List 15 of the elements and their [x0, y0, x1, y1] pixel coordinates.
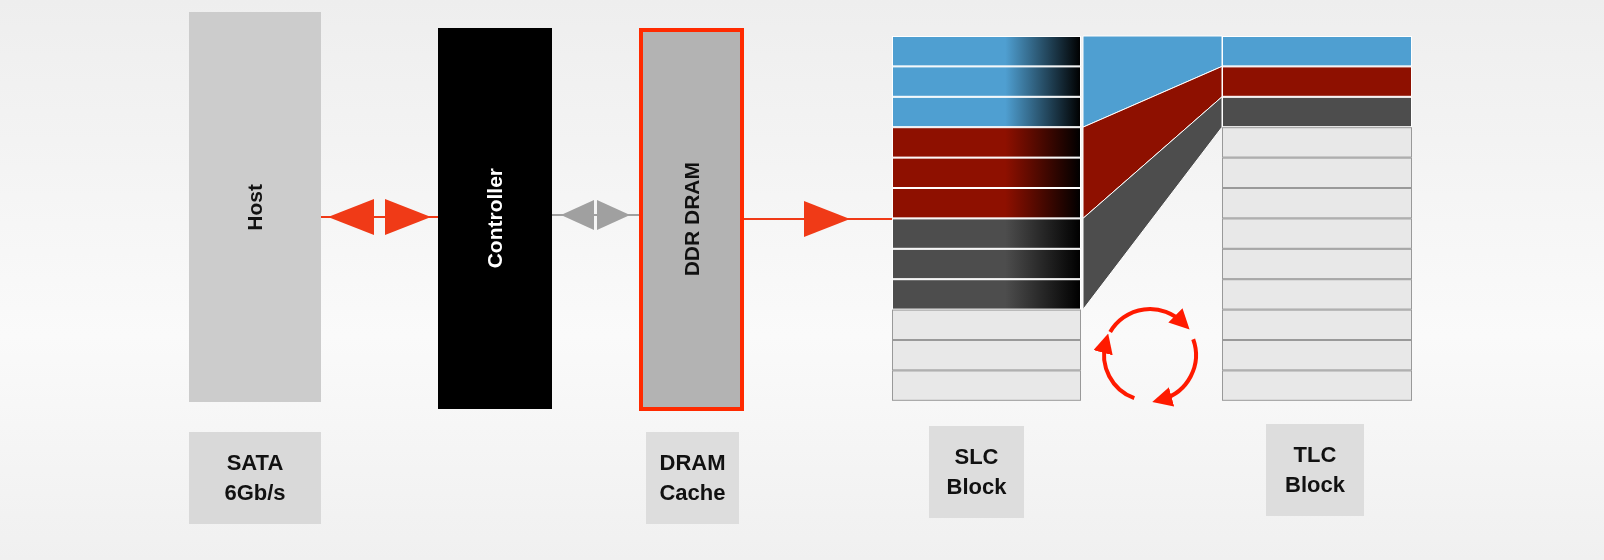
arrow: [551, 200, 640, 230]
component-label: DDR DRAM: [679, 162, 704, 277]
controller-block: [438, 28, 552, 409]
component-label: Controller: [483, 168, 507, 269]
caption-tag: DRAM Cache: [646, 432, 739, 524]
cell-stack-drawing: [892, 36, 1081, 401]
caption-tag: TLC Block: [1266, 424, 1364, 516]
arrow: [320, 199, 439, 235]
component-label: Host: [243, 183, 267, 231]
dram-block: [639, 28, 744, 411]
host-block: [189, 12, 321, 402]
cell-stack-drawing: [1222, 36, 1412, 401]
caption-tag: SATA 6Gb/s: [189, 432, 321, 524]
arrow: [743, 201, 893, 237]
caption-tag: SLC Block: [929, 426, 1024, 518]
